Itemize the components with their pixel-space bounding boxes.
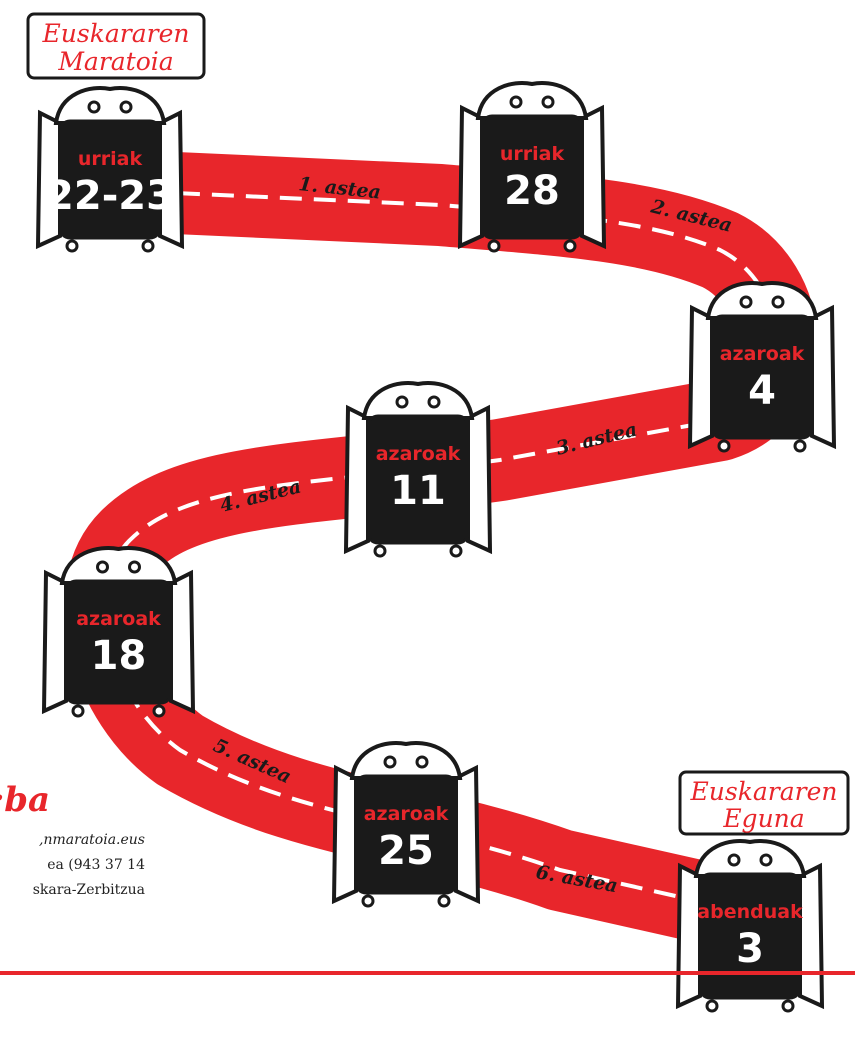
end-sign: Euskararen Eguna: [680, 772, 848, 834]
door-right-panel: [812, 308, 834, 446]
start-sign-line2: Maratoia: [57, 47, 173, 76]
door-foot: [489, 241, 499, 251]
end-sign-line1: Euskararen: [690, 777, 838, 806]
door-1: urriak 22-23: [38, 88, 182, 251]
door-left-panel: [346, 408, 368, 551]
door-foot: [67, 241, 77, 251]
door-day-label: 22-23: [46, 173, 174, 219]
info-line-website: nmaratoia.eus,: [0, 832, 145, 848]
door-foot: [73, 706, 83, 716]
start-sign: Euskararen Maratoia: [28, 14, 204, 78]
door-foot: [439, 896, 449, 906]
door-right-panel: [171, 573, 193, 711]
door-crest: [478, 83, 586, 118]
door-right-panel: [468, 408, 490, 551]
door-month-label: abenduak: [697, 901, 803, 923]
door-crest: [56, 88, 164, 123]
bottom-rule: [0, 971, 855, 975]
start-sign-line1: Euskararen: [42, 19, 190, 48]
door-crest: [352, 743, 460, 778]
door-day-label: 4: [748, 368, 776, 414]
end-sign-line2: Eguna: [722, 804, 804, 833]
door-foot: [451, 546, 461, 556]
info-line-phone: ea (943 37 14: [0, 857, 145, 873]
door-4: azaroak 11: [346, 383, 490, 556]
door-foot: [154, 706, 164, 716]
door-month-label: urriak: [78, 148, 143, 170]
door-foot: [363, 896, 373, 906]
door-day-label: 25: [378, 828, 434, 874]
door-5: azaroak 18: [44, 548, 193, 716]
door-right-panel: [456, 768, 478, 901]
door-crest: [696, 841, 804, 876]
door-day-label: 28: [504, 168, 560, 214]
door-left-panel: [678, 866, 700, 1006]
door-right-panel: [582, 108, 604, 246]
door-left-panel: [44, 573, 66, 711]
door-day-label: 11: [390, 468, 446, 514]
door-2: urriak 28: [460, 83, 604, 251]
door-right-panel: [800, 866, 822, 1006]
door-day-label: 18: [91, 633, 147, 679]
info-line-service: skara-Zerbitzua: [0, 882, 145, 898]
door-crest: [364, 383, 472, 418]
door-month-label: urriak: [500, 143, 565, 165]
door-left-panel: [690, 308, 712, 446]
door-foot: [707, 1001, 717, 1011]
door-foot: [375, 546, 385, 556]
info-heading: ba:: [0, 780, 50, 820]
door-foot: [143, 241, 153, 251]
door-7: abenduak 3: [678, 841, 822, 1011]
door-day-label: 3: [736, 926, 764, 972]
door-foot: [795, 441, 805, 451]
door-month-label: azaroak: [376, 443, 461, 465]
door-foot: [719, 441, 729, 451]
door-foot: [565, 241, 575, 251]
door-month-label: azaroak: [720, 343, 805, 365]
door-foot: [783, 1001, 793, 1011]
door-left-panel: [334, 768, 356, 901]
door-left-panel: [460, 108, 482, 246]
door-6: azaroak 25: [334, 743, 478, 906]
door-month-label: azaroak: [364, 803, 449, 825]
door-3: azaroak 4: [690, 283, 834, 451]
door-month-label: azaroak: [76, 608, 161, 630]
